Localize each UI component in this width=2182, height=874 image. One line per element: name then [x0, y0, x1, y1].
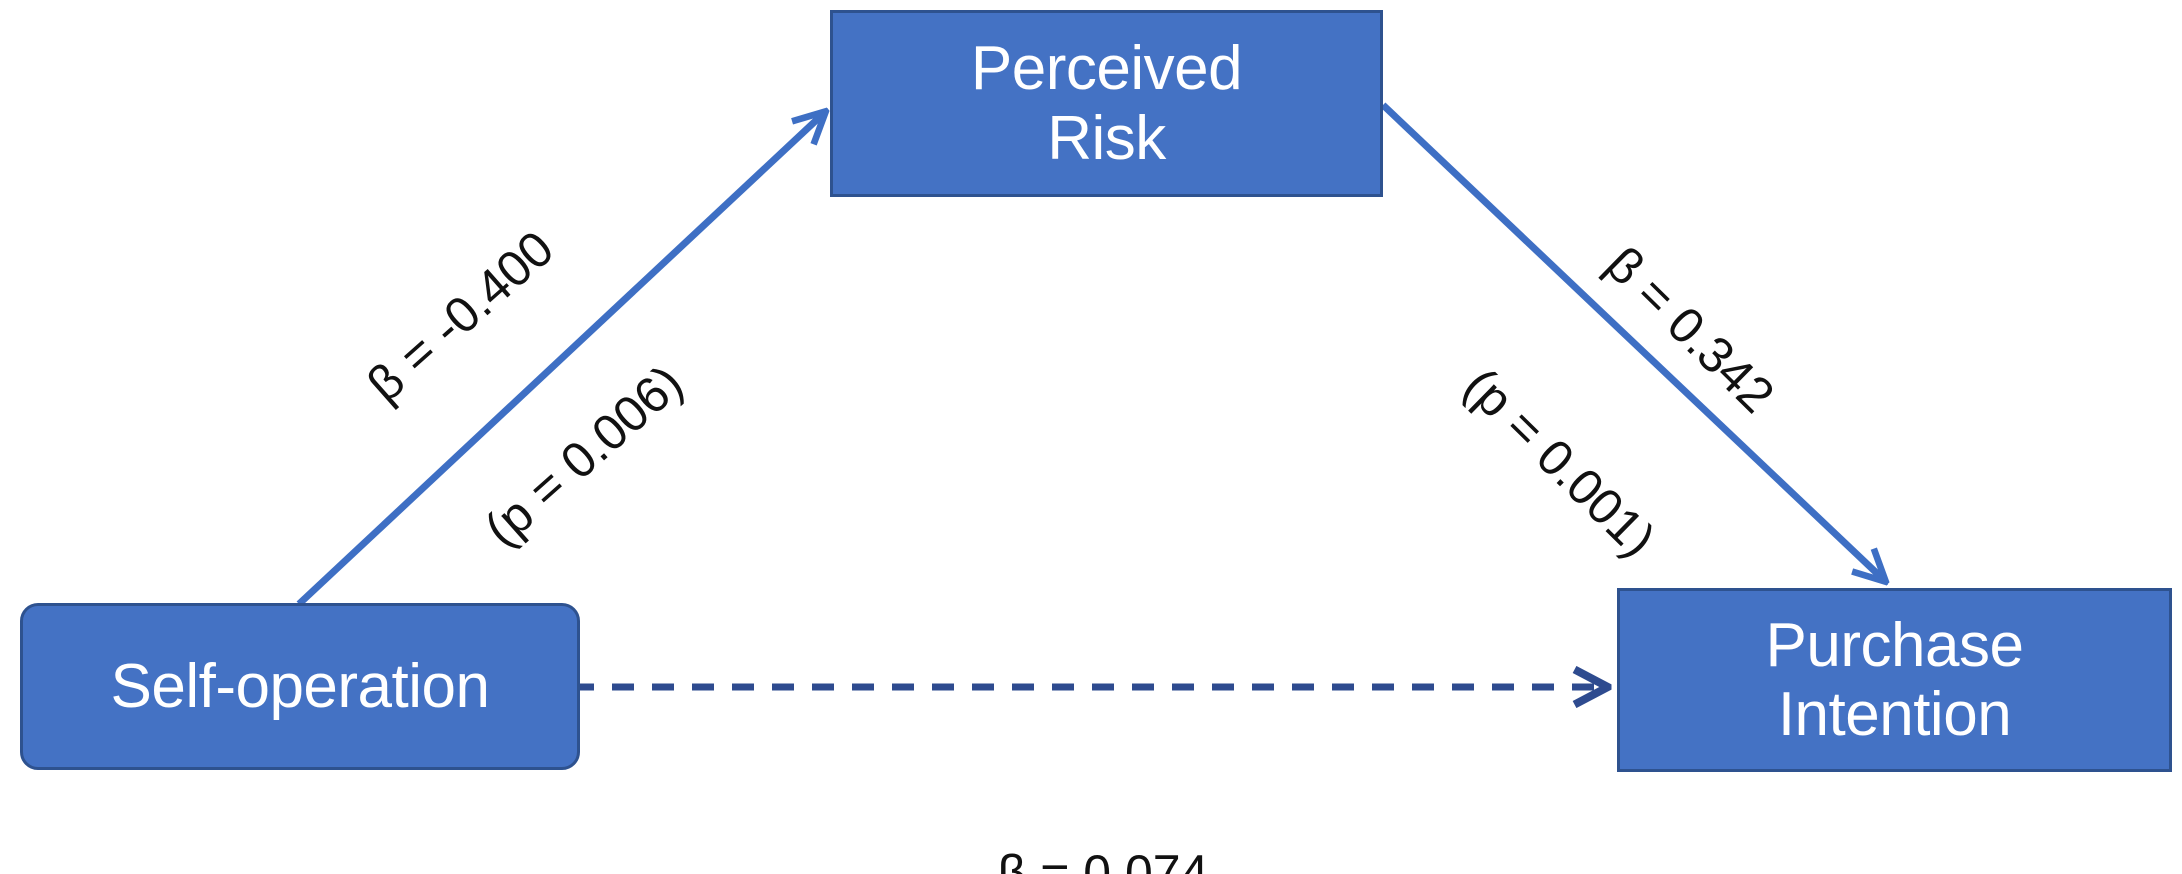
edge-self-operation-to-perceived-risk — [296, 113, 824, 607]
node-purchase-intention-label: Purchase Intention — [1765, 610, 2024, 749]
node-perceived-risk[interactable]: Perceived Risk — [830, 10, 1383, 197]
edge-label-beta: β = 0.074 — [997, 845, 1209, 874]
node-self-operation[interactable]: Self-operation — [20, 603, 580, 770]
node-perceived-risk-label: Perceived Risk — [970, 34, 1243, 173]
edge-perceived-risk-to-purchase-intention — [1380, 102, 1884, 580]
edge-label-self-operation-to-purchase-intention: β = 0.074 (p = 0.070, ns) — [823, 718, 1383, 874]
node-purchase-intention[interactable]: Purchase Intention — [1617, 588, 2172, 772]
node-self-operation-label: Self-operation — [110, 651, 490, 721]
